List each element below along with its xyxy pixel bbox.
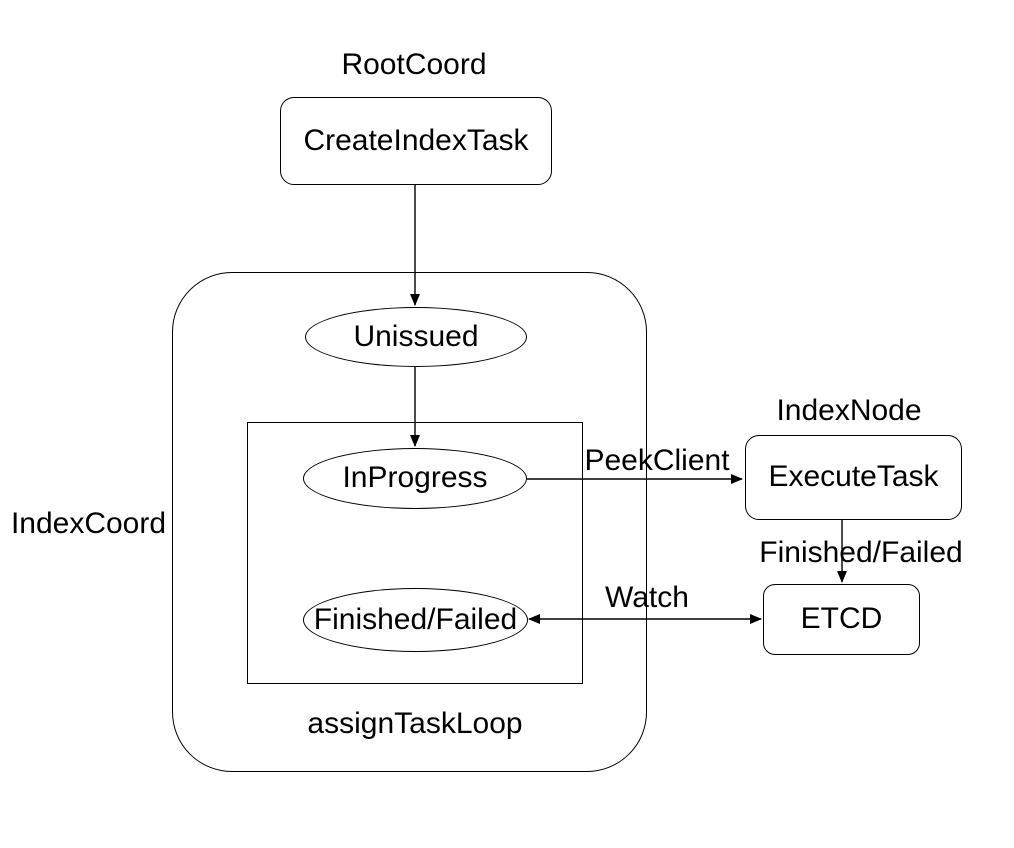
- index-coord-label: IndexCoord: [10, 506, 167, 540]
- node-in-progress: InProgress: [303, 448, 527, 509]
- root-coord-label: RootCoord: [341, 47, 487, 81]
- edge-label-peek-client: PeekClient: [584, 443, 730, 477]
- edge-label-watch: Watch: [605, 580, 689, 614]
- index-node-label: IndexNode: [776, 393, 922, 427]
- assign-task-loop-label: assignTaskLoop: [307, 706, 523, 740]
- node-create-index-task: CreateIndexTask: [280, 97, 552, 185]
- node-execute-task: ExecuteTask: [745, 435, 962, 520]
- node-finished-failed: Finished/Failed: [303, 588, 528, 652]
- node-etcd: ETCD: [763, 584, 920, 655]
- edge-label-finished-failed: Finished/Failed: [759, 535, 963, 569]
- index-coord-group-frame: [172, 272, 647, 772]
- node-unissued: Unissued: [305, 307, 527, 367]
